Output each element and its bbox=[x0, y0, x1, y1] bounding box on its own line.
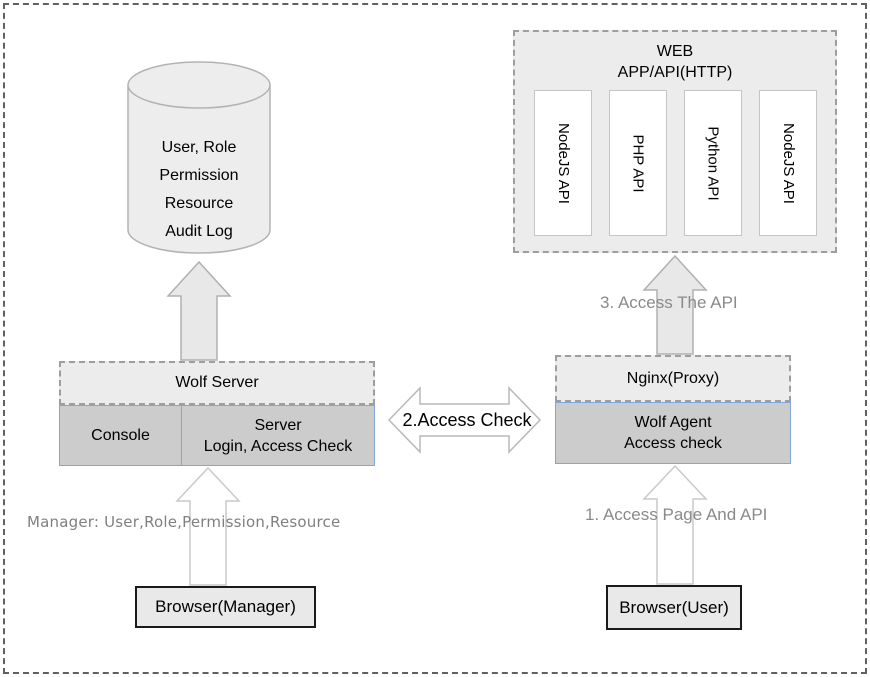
server-label-line1: Server bbox=[254, 416, 302, 434]
wolf-agent-line1: Wolf Agent bbox=[634, 414, 712, 431]
wolf-server-header: Wolf Server bbox=[59, 361, 375, 405]
browser-manager-label: Browser(Manager) bbox=[155, 597, 296, 616]
service-label: PHP API bbox=[629, 133, 647, 193]
database-line: Audit Log bbox=[165, 223, 233, 240]
wolf-server-group: Wolf Server Console Server Login, Access… bbox=[59, 361, 375, 466]
wolf-server-cells: Console Server Login, Access Check bbox=[59, 405, 375, 466]
web-api-group-title: WEB APP/API(HTTP) bbox=[515, 41, 835, 83]
step1-label: 1. Access Page And API bbox=[585, 505, 768, 524]
browser-user-label: Browser(User) bbox=[619, 597, 729, 617]
service-box-nodejs-1: NodeJS API bbox=[534, 90, 592, 236]
database-cylinder-top bbox=[127, 61, 271, 109]
arrow-wolfserver-to-database bbox=[166, 260, 232, 361]
wolf-server-title: Wolf Server bbox=[175, 374, 259, 391]
database-label-block: User, Role Permission Resource Audit Log bbox=[128, 134, 270, 246]
nginx-header: Nginx(Proxy) bbox=[555, 355, 791, 402]
service-box-python: Python API bbox=[684, 90, 742, 236]
console-cell: Console bbox=[60, 406, 182, 465]
arrow-browseruser-to-nginx bbox=[642, 464, 708, 585]
service-label: NodeJS API bbox=[554, 122, 572, 204]
step3-label: 3. Access The API bbox=[600, 293, 738, 312]
web-api-title-line1: WEB bbox=[656, 43, 694, 60]
service-box-php: PHP API bbox=[609, 90, 667, 236]
nginx-group: Nginx(Proxy) Wolf Agent Access check bbox=[555, 355, 791, 464]
web-api-title-line2: APP/API(HTTP) bbox=[617, 64, 733, 81]
browser-manager-box: Browser(Manager) bbox=[135, 586, 316, 628]
database-line: Permission bbox=[159, 167, 239, 184]
wolf-agent-cell: Wolf Agent Access check bbox=[555, 402, 791, 464]
manager-note-label: Manager: User,Role,Permission,Resource bbox=[27, 513, 341, 531]
console-label: Console bbox=[91, 427, 150, 444]
step2-label: 2.Access Check bbox=[402, 410, 532, 430]
service-label: Python API bbox=[704, 125, 722, 201]
server-cell: Server Login, Access Check bbox=[182, 406, 374, 465]
database-line: User, Role bbox=[161, 139, 237, 156]
web-api-group: WEB APP/API(HTTP) NodeJS API PHP API Pyt… bbox=[513, 30, 837, 253]
database-line: Resource bbox=[164, 195, 234, 212]
service-box-nodejs-2: NodeJS API bbox=[759, 90, 817, 236]
nginx-title: Nginx(Proxy) bbox=[626, 369, 720, 387]
wolf-agent-line2: Access check bbox=[624, 435, 722, 452]
server-label-line2: Login, Access Check bbox=[203, 437, 353, 455]
service-label: NodeJS API bbox=[779, 122, 797, 204]
browser-user-box: Browser(User) bbox=[606, 585, 742, 630]
